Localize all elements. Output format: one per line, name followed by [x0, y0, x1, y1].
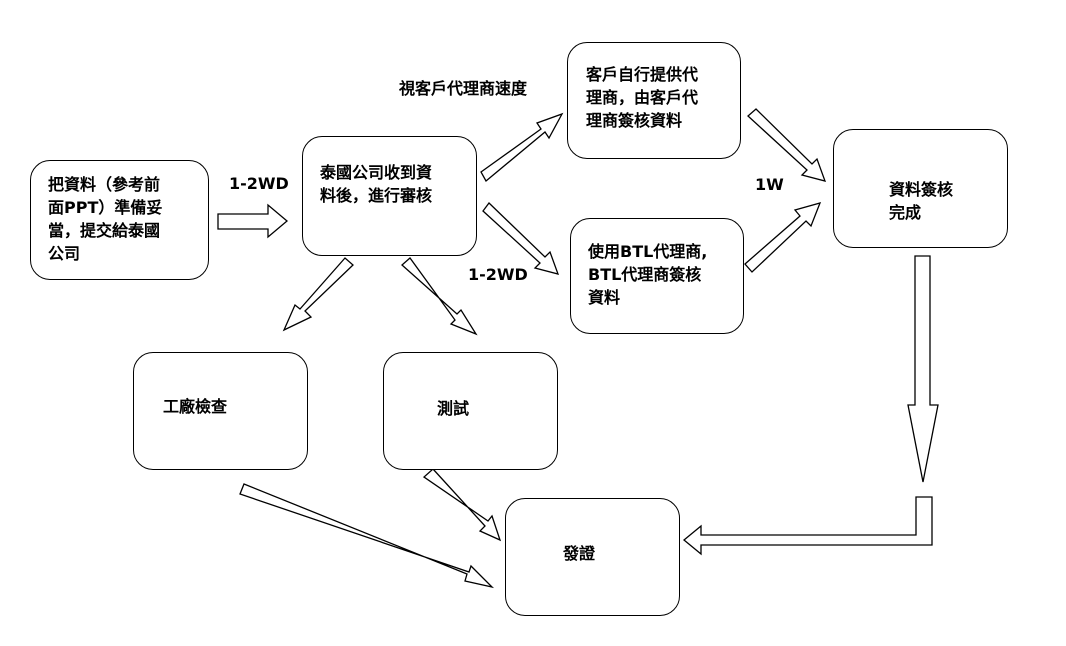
node-factory-check-text: 工廠檢查	[163, 397, 228, 416]
node-factory-check	[133, 352, 308, 470]
arrow-btl-to-review	[744, 202, 822, 273]
node-prepare	[30, 160, 209, 280]
node-testing	[383, 352, 558, 470]
arrow-thai-to-testing	[401, 257, 478, 336]
node-thai-company	[302, 136, 477, 256]
arrow-customer-to-review	[747, 108, 827, 182]
arrow-review-to-certificate-elbow	[682, 496, 933, 556]
label-thai-to-btl: 1-2WD	[468, 265, 528, 284]
node-customer-agent	[567, 42, 741, 159]
label-to-review-done: 1W	[755, 175, 784, 194]
arrow-factory-to-certificate	[239, 483, 495, 589]
node-certificate	[505, 498, 680, 616]
node-prepare-text: 把資料（參考前 面PPT）準備妥 當，提交給泰國 公司	[48, 175, 163, 263]
arrow-review-to-certificate	[907, 255, 939, 483]
node-customer-agent-text: 客戶自行提供代 理商，由客戶代 理商簽核資料	[586, 65, 699, 130]
label-prepare-to-thai: 1-2WD	[229, 174, 289, 193]
node-review-done-text: 資料簽核 完成	[889, 180, 954, 222]
node-testing-text: 測試	[437, 399, 470, 418]
node-review-done	[833, 129, 1008, 248]
node-btl-agent	[570, 218, 744, 334]
label-thai-to-customer-agent: 視客戶代理商速度	[399, 79, 528, 98]
arrow-prepare-to-thai	[217, 203, 289, 239]
arrow-thai-to-customer-agent	[480, 112, 564, 183]
arrow-thai-to-factory	[282, 257, 354, 332]
node-btl-agent-text: 使用BTL代理商, BTL代理商簽核 資料	[588, 242, 708, 307]
node-certificate-text: 發證	[563, 544, 596, 563]
arrow-testing-to-certificate	[422, 468, 502, 542]
arrow-thai-to-btl	[482, 202, 560, 275]
node-thai-company-text: 泰國公司收到資 料後，進行審核	[320, 163, 433, 205]
